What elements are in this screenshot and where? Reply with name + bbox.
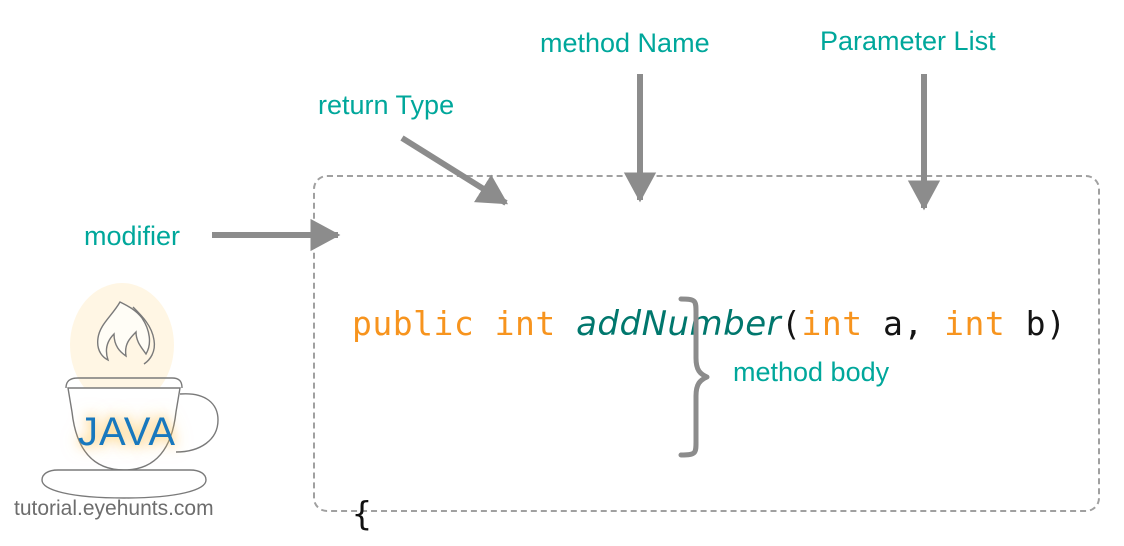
cup-rim-icon <box>65 377 183 389</box>
code-token-paren-close: ) <box>1046 304 1067 343</box>
java-logo <box>41 283 219 499</box>
code-token-comma: , <box>903 304 945 343</box>
code-token-param2-type: int <box>944 304 1006 343</box>
annotation-label-method-body: method body <box>733 357 890 387</box>
flame-outer-stroke <box>132 306 156 365</box>
code-token-modifier: public <box>352 304 475 343</box>
code-token-return-type: int <box>494 304 556 343</box>
saucer-icon <box>41 469 207 499</box>
code-token-param1-name: a <box>862 304 904 343</box>
code-block-container <box>313 175 1100 512</box>
code-token-param1-type: int <box>801 304 863 343</box>
code-line-brace-open: { <box>352 494 373 533</box>
code-space-2 <box>556 304 576 343</box>
annotation-label-parameter-list: Parameter List <box>820 26 996 56</box>
code-token-paren-open: ( <box>781 304 802 343</box>
annotation-label-modifier: modifier <box>84 221 181 251</box>
code-space-1 <box>474 304 494 343</box>
flame-glow <box>70 283 174 407</box>
flame-icon <box>96 301 151 362</box>
code-line-signature: public int addNumber(int a, int b) <box>352 300 1072 347</box>
cup-handle-icon <box>175 393 219 453</box>
java-method-code: public int addNumber(int a, int b) { int… <box>352 206 1072 546</box>
annotation-label-return-type: return Type <box>318 90 455 120</box>
annotation-label-method-name: method Name <box>540 28 710 58</box>
code-token-param2-name: b <box>1005 304 1047 343</box>
java-logo-wordmark: JAVA <box>78 410 177 454</box>
site-watermark: tutorial.eyehunts.com <box>14 497 214 520</box>
code-token-method-name: addNumber <box>576 304 782 344</box>
